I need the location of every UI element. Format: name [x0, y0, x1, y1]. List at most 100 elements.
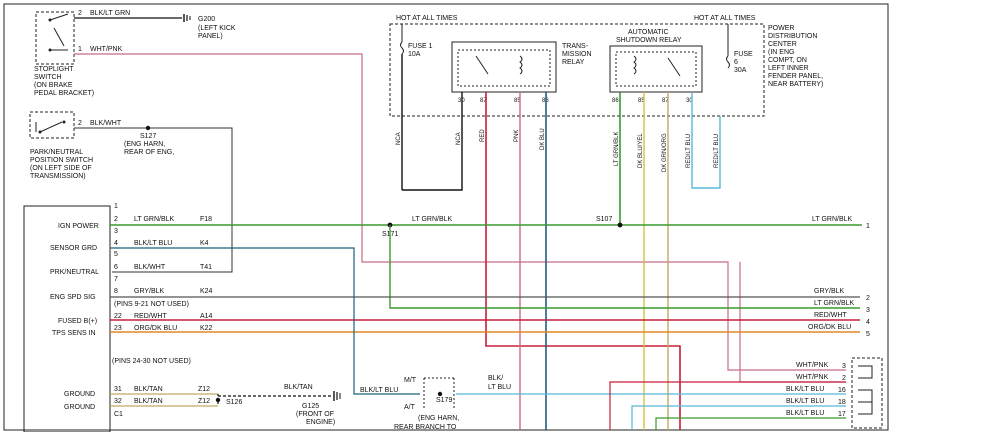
s127-label-0: S127	[140, 133, 156, 140]
pcm-wire-z12-2: BLK/TAN	[134, 398, 163, 405]
pcm-wire-z12-1: BLK/TAN	[134, 386, 163, 393]
wire-lt-grn-blk-3	[389, 225, 860, 309]
br-pin-16: 16	[838, 387, 846, 394]
br-jumper-2	[858, 389, 873, 415]
pcm-fn-tps-sens-in: TPS SENS IN	[52, 330, 96, 337]
pcm-wire-a14: RED/WHT	[134, 313, 167, 320]
s179-at: A/T	[404, 404, 416, 411]
pcm-wire-k4: BLK/LT BLU	[134, 240, 172, 247]
s179-wire-right-1: LT BLU	[488, 384, 511, 391]
stoplight-switch: 2 BLK/LT GRN 1 WHT/PNK STOPLIGHT SWITCH …	[34, 10, 130, 97]
wire-br-red	[609, 381, 846, 430]
stoplight-label-2: (ON BRAKE	[34, 82, 73, 89]
park-label-3: TRANSMISSION)	[30, 173, 86, 180]
splice-s179	[437, 391, 443, 397]
stoplight-pin-2: 2	[78, 10, 82, 17]
wire-blk-lt-blu	[110, 247, 420, 395]
bus-wire-left: LT GRN/BLK	[412, 216, 453, 223]
s127-label-1: (ENG HARN,	[124, 141, 165, 148]
vwire-dk-blu-yel: DK BLU/YEL	[638, 133, 644, 168]
stoplight-wire-2: BLK/LT GRN	[90, 10, 130, 17]
ground-g125-symbol	[333, 391, 341, 401]
fuse6-label-2: 30A	[734, 67, 747, 74]
pdc-label-6: FENDER PANEL,	[768, 73, 823, 80]
bus-right-wire-4: RED/WHT	[814, 312, 847, 319]
splice-s107-label: S107	[596, 216, 612, 223]
trans-relay-label-1: MISSION	[562, 51, 592, 58]
fuse6-label-0: FUSE	[734, 51, 753, 58]
pcm-pin-4: 4	[114, 240, 118, 247]
pcm-fn-ground-1: GROUND	[64, 391, 95, 398]
splice-s107	[617, 222, 623, 228]
bus-wire-right: LT GRN/BLK	[812, 216, 853, 223]
pcm-fn-sensor-grd: SENSOR GRD	[50, 245, 97, 252]
br-jumper-1	[858, 365, 873, 379]
pdc-hot-right: HOT AT ALL TIMES	[694, 15, 756, 22]
pdc-label-3: (IN ENG	[768, 49, 794, 56]
s179-wire-right-0: BLK/	[488, 375, 503, 382]
s179-bracket	[423, 377, 455, 410]
bus-right-wire-2: GRY/BLK	[814, 288, 845, 295]
g125-label-0: G125	[302, 403, 319, 410]
asd-pin-86: 86	[612, 98, 619, 104]
br-pin-2: 2	[842, 375, 846, 382]
asd-pin-85: 85	[638, 98, 645, 104]
pcm-circuit-z12-2: Z12	[198, 398, 210, 405]
park-switch-box	[29, 111, 75, 139]
stoplight-label-1: SWITCH	[34, 74, 62, 81]
bus-num-5: 5	[866, 331, 870, 338]
trans-pin-87: 87	[480, 98, 487, 104]
pcm-note-1: (PINS 9-21 NOT USED)	[114, 301, 189, 308]
fuse6-label-1: 6	[734, 59, 738, 66]
bus-num-4: 4	[866, 319, 870, 326]
s179-id: S179	[436, 397, 452, 404]
pcm-wire-t41: BLK/WHT	[134, 264, 166, 271]
pcm-circuit-k22: K22	[200, 325, 213, 332]
g125-label-2: ENGINE)	[306, 419, 335, 426]
pcm-fn-prk-neutral: PRK/NEUTRAL	[50, 269, 99, 276]
pcm-fn-ground-2: GROUND	[64, 404, 95, 411]
pcm-pin-c1: C1	[114, 411, 123, 418]
park-label-2: (ON LEFT SIDE OF	[30, 165, 92, 172]
br-pin-3: 3	[842, 363, 846, 370]
pcm-pin-23: 23	[114, 325, 122, 332]
g200-loc-2: PANEL)	[198, 33, 223, 40]
ground-g200-symbol	[183, 14, 191, 22]
s179-wire-left: BLK/LT BLU	[360, 387, 398, 394]
pcm-pin-31: 31	[114, 386, 122, 393]
wire-red-lt-blu	[691, 92, 721, 189]
pcm-pin-2: 2	[114, 216, 118, 223]
asd-pin-30: 30	[686, 98, 693, 104]
br-wire-4: BLK/LT BLU	[786, 410, 824, 417]
vwire-nca-1: NCA	[396, 132, 402, 145]
pcm-circuit-f18: F18	[200, 216, 212, 223]
pcm-fn-fused-b: FUSED B(+)	[58, 318, 97, 325]
pdc-label-5: LEFT INNER	[768, 65, 809, 72]
stoplight-switch-box	[35, 11, 75, 65]
stoplight-label-3: PEDAL BRACKET)	[34, 90, 94, 97]
wire-red	[485, 92, 681, 430]
pdc-label-7: NEAR BATTERY)	[768, 81, 823, 88]
pdc-label-1: DISTRIBUTION	[768, 33, 817, 40]
vwire-red-lt-blu-1: RED/LT BLU	[686, 134, 692, 168]
asd-relay-label-0: AUTOMATIC	[628, 29, 669, 36]
ground-wire-label: BLK/TAN	[284, 384, 313, 391]
park-wire-label: BLK/WHT	[90, 120, 122, 127]
trans-relay-label-0: TRANS-	[562, 43, 589, 50]
br-wire-0: WHT/PNK	[796, 362, 829, 369]
pcm-circuit-t41: T41	[200, 264, 212, 271]
pdc-hot-left: HOT AT ALL TIMES	[396, 15, 458, 22]
asd-pin-87: 87	[662, 98, 669, 104]
fuse1-label-1: 10A	[408, 51, 421, 58]
park-pin: 2	[78, 120, 82, 127]
vwire-dk-grn-org: DK GRN/ORG	[662, 133, 668, 172]
s179-mt: M/T	[404, 377, 417, 384]
asd-relay-label-1: SHUTDOWN RELAY	[616, 37, 682, 44]
fuse-6-symbol	[726, 55, 730, 69]
s126-label: S126	[226, 399, 242, 406]
pcm-pin-32: 32	[114, 398, 122, 405]
splice-s127	[145, 125, 151, 131]
asd-relay-box	[609, 45, 703, 93]
pdc-label-4: COMPT, ON	[768, 57, 807, 64]
